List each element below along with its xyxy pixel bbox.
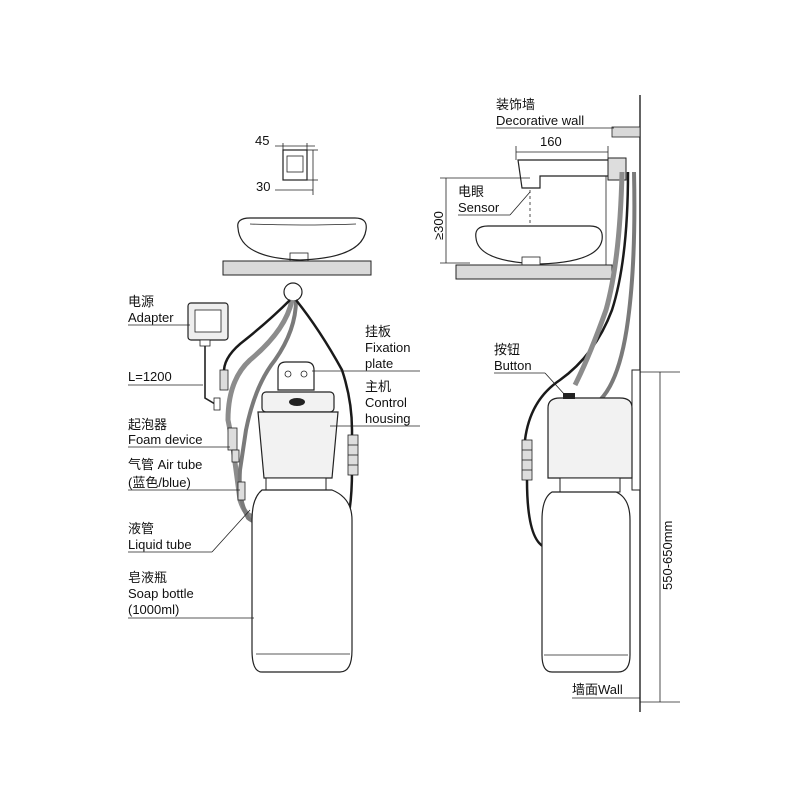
dim-30-label: 30	[256, 179, 270, 194]
foam-label-cn: 起泡器	[128, 417, 167, 432]
right-wall-assembly	[455, 95, 641, 712]
housing-label-cn: 主机	[365, 379, 391, 394]
wall-label: 墙面Wall	[572, 682, 623, 697]
outlet-outer	[282, 149, 308, 181]
adapter-label-cn: 电源	[128, 294, 154, 309]
housing-label-en1: Control	[365, 395, 407, 410]
deco-label-en: Decorative wall	[496, 113, 584, 128]
power-cable	[222, 299, 291, 371]
counter-left	[222, 260, 372, 276]
foam-label-en: Foam device	[128, 432, 202, 447]
bottle-label-cn: 皂液瓶	[128, 570, 167, 585]
counter-right	[455, 264, 613, 280]
air-tube-label: 气管 Air tube	[128, 457, 202, 472]
left-control-unit	[257, 361, 339, 491]
left-labels: 电源 Adapter L=1200 起泡器 Foam device 气管 Air…	[128, 294, 420, 619]
deco-label-cn: 装饰墙	[496, 97, 535, 112]
basin-left	[237, 217, 367, 261]
adapter-label-en: Adapter	[128, 310, 174, 325]
bottle-label-en: Soap bottle	[128, 586, 194, 601]
outlet-inner	[286, 155, 304, 173]
button-right	[563, 393, 575, 399]
soap-bottle-right	[541, 491, 631, 673]
cable-length-label: L=1200	[128, 369, 172, 384]
wall-bracket	[631, 369, 641, 491]
control-housing-right	[547, 397, 633, 479]
fixation-plate	[277, 361, 315, 391]
right-dimensions: 160 ≥300 550-650mm	[431, 134, 680, 703]
tube-connector	[237, 481, 246, 501]
liquid-label-cn: 液管	[128, 521, 154, 536]
faucet-spout	[517, 159, 611, 189]
liquid-tube-right	[598, 171, 637, 402]
basin-right	[475, 225, 603, 265]
left-soap-bottle	[251, 489, 353, 673]
air-tube-color-label: (蓝色/blue)	[128, 475, 191, 490]
left-basin-assembly	[222, 217, 372, 302]
housing-label-en2: housing	[365, 411, 411, 426]
right-labels: 装饰墙 Decorative wall 电眼 Sensor 按钮 Button …	[458, 97, 640, 699]
plate-label-cn: 挂板	[365, 324, 391, 339]
plate-label-en2: plate	[365, 356, 393, 371]
bottle-capacity-label: (1000ml)	[128, 602, 179, 617]
counter-hole	[283, 282, 303, 302]
liquid-label-en: Liquid tube	[128, 537, 192, 552]
power-connector	[219, 369, 229, 391]
dim-mount-label: 550-650mm	[660, 521, 675, 590]
sensor-label-en: Sensor	[458, 200, 500, 215]
housing-button	[289, 398, 305, 406]
sensor-label-cn: 电眼	[458, 184, 484, 199]
button-label-cn: 按钮	[494, 342, 520, 357]
decorative-wall	[611, 126, 641, 138]
button-label-en: Button	[494, 358, 532, 373]
plate-label-en1: Fixation	[365, 340, 411, 355]
soap-bottle	[251, 489, 353, 673]
control-housing	[257, 411, 339, 479]
adapter-cable	[204, 346, 216, 405]
dim-160-label: 160	[540, 134, 562, 149]
outlet-detail: 45 30	[255, 133, 318, 195]
dim-45-label: 45	[255, 133, 269, 148]
dim-300-label: ≥300	[431, 211, 446, 240]
air-tube-right	[572, 171, 625, 387]
power-adapter	[187, 302, 229, 411]
